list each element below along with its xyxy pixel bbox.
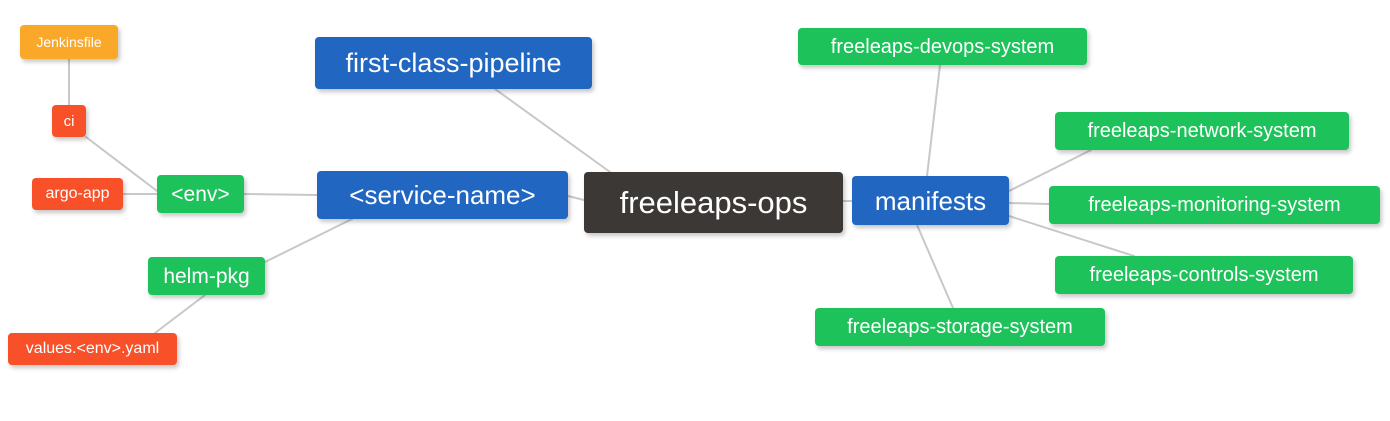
- edge-manifests-to-devops-system: [926, 64, 941, 177]
- node-label-manifests: manifests: [874, 185, 987, 216]
- node-label-network-system: freeleaps-network-system: [1087, 120, 1317, 142]
- node-freeleaps-ops[interactable]: freeleaps-ops: [584, 172, 843, 233]
- node-argo-app[interactable]: argo-app: [32, 178, 123, 210]
- node-service-name[interactable]: <service-name>: [317, 171, 568, 219]
- node-label-helm-pkg: helm-pkg: [163, 264, 250, 288]
- node-manifests[interactable]: manifests: [852, 176, 1009, 225]
- node-helm-pkg[interactable]: helm-pkg: [148, 257, 265, 295]
- node-label-jenkinsfile: Jenkinsfile: [36, 34, 102, 50]
- edge-manifests-to-storage-system: [916, 224, 954, 309]
- edge-env-to-service-name: [243, 193, 318, 196]
- edge-service-name-to-freeleaps-ops: [567, 195, 585, 201]
- edge-manifests-to-network-system: [1008, 149, 1092, 192]
- edge-values-yaml-to-helm-pkg: [154, 294, 206, 334]
- node-label-controls-system: freeleaps-controls-system: [1089, 264, 1319, 286]
- node-label-storage-system: freeleaps-storage-system: [847, 316, 1073, 338]
- node-label-freeleaps-ops: freeleaps-ops: [619, 185, 808, 220]
- node-env[interactable]: <env>: [157, 175, 244, 213]
- node-first-class-pipeline[interactable]: first-class-pipeline: [315, 37, 592, 89]
- node-label-devops-system: freeleaps-devops-system: [830, 35, 1055, 58]
- node-controls-system[interactable]: freeleaps-controls-system: [1055, 256, 1353, 294]
- edge-helm-pkg-to-service-name: [264, 218, 353, 263]
- node-label-service-name: <service-name>: [349, 180, 536, 210]
- node-label-env: <env>: [171, 182, 230, 206]
- node-label-argo-app: argo-app: [45, 185, 110, 202]
- node-label-first-class-pipeline: first-class-pipeline: [345, 47, 562, 78]
- node-storage-system[interactable]: freeleaps-storage-system: [815, 308, 1105, 346]
- node-network-system[interactable]: freeleaps-network-system: [1055, 112, 1349, 150]
- edge-manifests-to-monitoring-system: [1008, 202, 1050, 205]
- node-label-monitoring-system: freeleaps-monitoring-system: [1088, 194, 1341, 216]
- edge-first-class-pipeline-to-freeleaps-ops: [494, 88, 611, 173]
- node-label-values-yaml: values.<env>.yaml: [25, 340, 160, 357]
- node-jenkinsfile[interactable]: Jenkinsfile: [20, 25, 118, 59]
- node-ci[interactable]: ci: [52, 105, 86, 137]
- node-monitoring-system[interactable]: freeleaps-monitoring-system: [1049, 186, 1380, 224]
- node-values-yaml[interactable]: values.<env>.yaml: [8, 333, 177, 365]
- node-devops-system[interactable]: freeleaps-devops-system: [798, 28, 1087, 65]
- node-label-ci: ci: [63, 112, 75, 130]
